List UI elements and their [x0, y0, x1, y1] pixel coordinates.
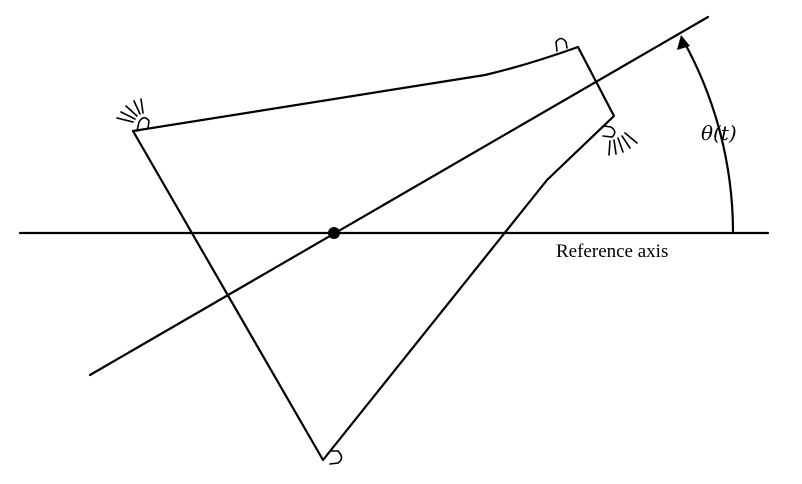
thruster-bottom [329, 450, 343, 465]
thruster-top-right [555, 37, 568, 52]
angle-arc [681, 38, 735, 233]
body-axis-line [88, 15, 710, 377]
firing-plume-top-left [116, 98, 144, 123]
angle-arrowhead [677, 35, 690, 50]
pivot-point [328, 227, 340, 239]
thruster-top-left [136, 116, 150, 132]
firing-plume-right [608, 132, 638, 156]
thruster-right [602, 125, 616, 138]
rigid-body-outline [131, 45, 616, 462]
angle-label: θ(t) [701, 121, 737, 145]
reference-axis-label: Reference axis [556, 241, 668, 262]
